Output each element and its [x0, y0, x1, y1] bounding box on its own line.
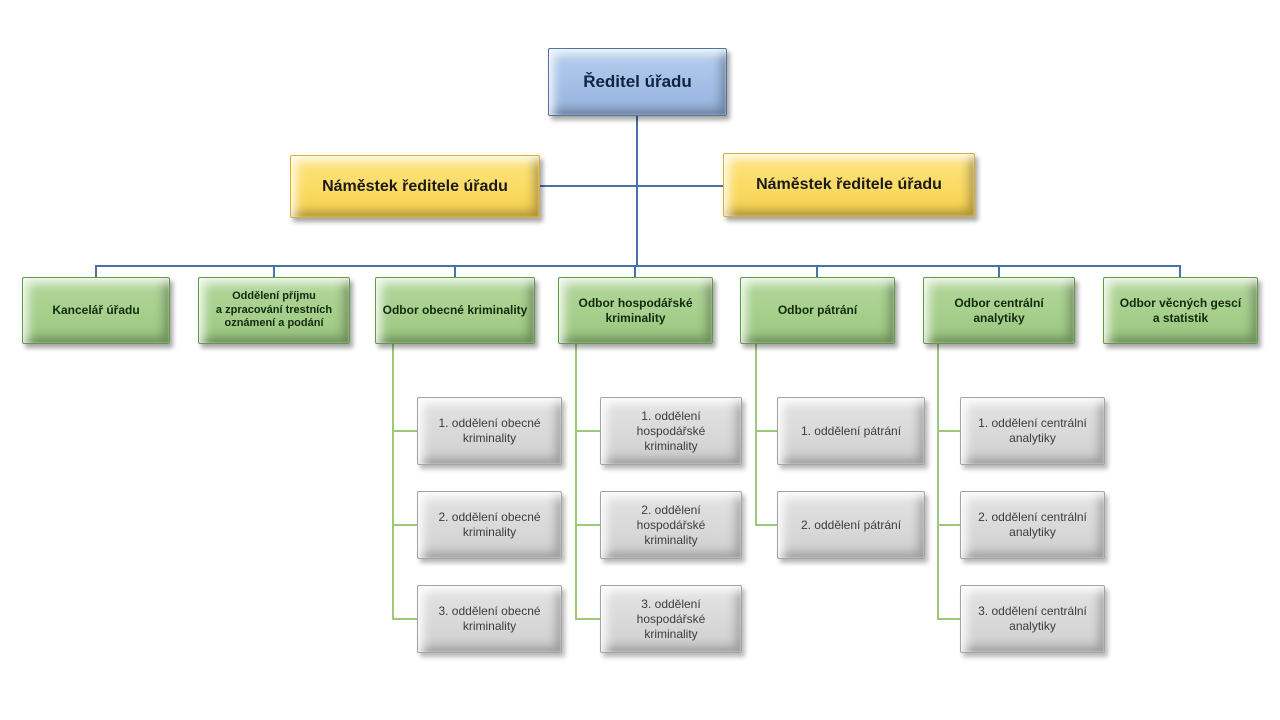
node-dept-oddeleni-prijmu: Oddělení příjmu a zpracování trestních o… [198, 277, 350, 344]
node-dept-centralni-analytika: Odbor centrální analytiky [923, 277, 1075, 344]
node-director: Ředitel úřadu [548, 48, 727, 116]
node-unit-obecne-1: 1. oddělení obecné kriminality [417, 397, 562, 465]
connector-branch-centralni-vertical [937, 344, 939, 620]
connector-root-trunk [636, 116, 638, 266]
connector-branch-patrani-stub-2 [755, 524, 777, 526]
connector-branch-obecne-vertical [392, 344, 394, 620]
connector-branch-centralni-stub-3 [937, 618, 960, 620]
node-unit-obecne-2: 2. oddělení obecné kriminality [417, 491, 562, 559]
node-dept-hospodarska-kriminalita: Odbor hospodářské kriminality [558, 277, 713, 344]
connector-branch-obecne-stub-1 [392, 430, 417, 432]
node-unit-obecne-3: 3. oddělení obecné kriminality [417, 585, 562, 653]
node-dept-kancelar: Kancelář úřadu [22, 277, 170, 344]
node-dept-patrani: Odbor pátrání [740, 277, 895, 344]
connector-drop-dept-4 [816, 265, 818, 277]
connector-branch-patrani-vertical [755, 344, 757, 526]
connector-drop-dept-1 [273, 265, 275, 277]
node-unit-centralni-3: 3. oddělení centrální analytiky [960, 585, 1105, 653]
connector-branch-centralni-stub-1 [937, 430, 960, 432]
node-unit-hospodarske-3: 3. oddělení hospodářské kriminality [600, 585, 742, 653]
node-deputy-left: Náměstek ředitele úřadu [290, 155, 540, 218]
connector-branch-obecne-stub-3 [392, 618, 417, 620]
node-dept-obecna-kriminalita: Odbor obecné kriminality [375, 277, 535, 344]
node-unit-centralni-2: 2. oddělení centrální analytiky [960, 491, 1105, 559]
connector-drop-dept-3 [634, 265, 636, 277]
connector-branch-centralni-stub-2 [937, 524, 960, 526]
connector-drop-dept-6 [1179, 265, 1181, 277]
node-dept-vecne-gesce: Odbor věcných gescí a statistik [1103, 277, 1258, 344]
connector-drop-dept-2 [454, 265, 456, 277]
connector-branch-hospodarske-stub-2 [575, 524, 600, 526]
node-unit-patrani-2: 2. oddělení pátrání [777, 491, 925, 559]
node-deputy-right: Náměstek ředitele úřadu [723, 153, 975, 217]
connector-drop-dept-0 [95, 265, 97, 277]
connector-branch-hospodarske-stub-1 [575, 430, 600, 432]
node-unit-centralni-1: 1. oddělení centrální analytiky [960, 397, 1105, 465]
connector-branch-hospodarske-stub-3 [575, 618, 600, 620]
connector-drop-dept-5 [998, 265, 1000, 277]
connector-departments-rail [95, 265, 1181, 267]
connector-branch-patrani-stub-1 [755, 430, 777, 432]
node-unit-patrani-1: 1. oddělení pátrání [777, 397, 925, 465]
connector-deputies [540, 185, 723, 187]
connector-branch-obecne-stub-2 [392, 524, 417, 526]
connector-branch-hospodarske-vertical [575, 344, 577, 620]
node-unit-hospodarske-1: 1. oddělení hospodářské kriminality [600, 397, 742, 465]
node-unit-hospodarske-2: 2. oddělení hospodářské kriminality [600, 491, 742, 559]
